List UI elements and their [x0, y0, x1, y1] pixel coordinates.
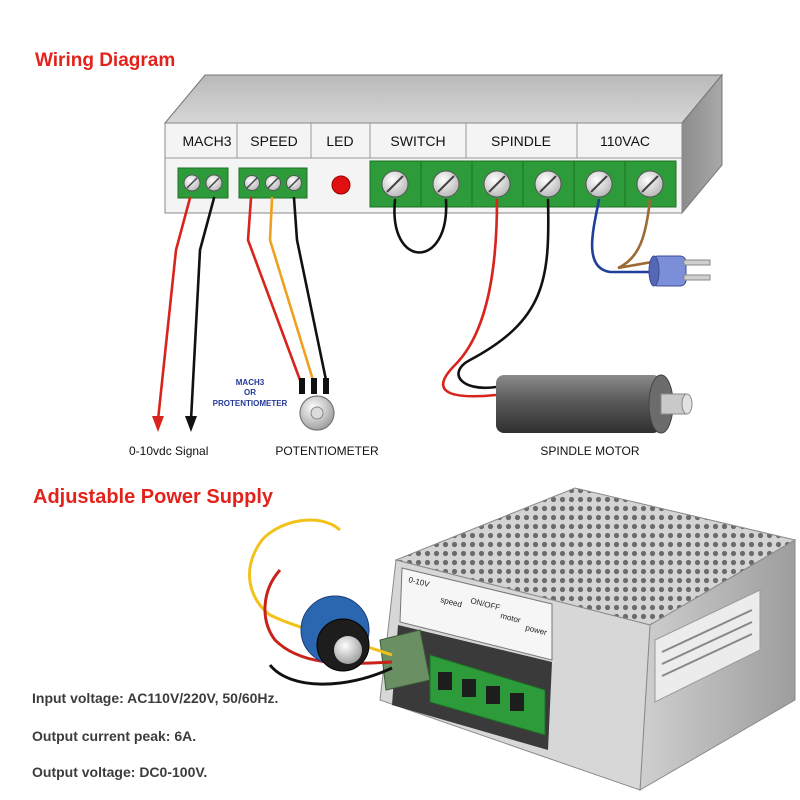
spec-output-voltage: Output voltage: DC0-100V.: [32, 764, 208, 780]
speed-terminal-block: [238, 167, 308, 199]
ac-wire-blue: [590, 198, 654, 274]
terminal-label-mach3: MACH3: [182, 133, 231, 149]
signal-wire-black: [189, 196, 216, 422]
terminal-label-spindle: SPINDLE: [491, 133, 551, 149]
psu-terminal-slot: [438, 672, 452, 690]
ac-wire-brown: [617, 198, 654, 270]
pot-cable-black: [268, 664, 393, 686]
wires: [152, 196, 654, 432]
controller-top-face: [163, 74, 724, 124]
terminal-screw: [636, 170, 664, 198]
motor-wire-red: [442, 198, 499, 398]
sticker-line: [661, 621, 753, 665]
potentiometer-label: POTENTIOMETER: [275, 444, 379, 458]
pot-knob-cap: [334, 636, 362, 664]
terminal-screw: [381, 170, 409, 198]
spindle-motor: [496, 374, 693, 434]
pot-wire-red: [246, 196, 302, 382]
psu-control-board: [379, 629, 431, 691]
terminal-label-speed: SPEED: [250, 133, 297, 149]
psu-terminal-slot: [462, 679, 476, 697]
pot-wire-black: [292, 196, 328, 382]
psu-terminal-slot: [510, 693, 524, 711]
pot-note-line2: OR: [244, 388, 256, 397]
pot-wire-orange: [268, 196, 315, 382]
psu-front-panel: [399, 567, 553, 661]
signal-wire-red: [156, 196, 192, 422]
mach3-terminal-block: [177, 167, 229, 199]
spindle-motor-label: SPINDLE MOTOR: [540, 444, 639, 458]
spec-output-current: Output current peak: 6A.: [32, 728, 197, 744]
signal-arrow-black: [185, 416, 197, 432]
led-indicator: [331, 175, 351, 195]
terminal-label-switch: SWITCH: [390, 133, 445, 149]
terminal-screw: [585, 170, 613, 198]
terminal-screw: [483, 170, 511, 198]
power-supply-title: Adjustable Power Supply: [33, 486, 274, 508]
signal-arrow-red: [152, 416, 164, 432]
potentiometer: [299, 378, 335, 431]
power-terminal-block: [369, 160, 677, 208]
terminal-label-led: LED: [326, 133, 353, 149]
pot-note-line1: MACH3: [236, 378, 265, 387]
pot-note-line3: PROTENTIOMETER: [213, 399, 288, 408]
terminal-screw: [432, 170, 460, 198]
spec-input-voltage: Input voltage: AC110V/220V, 50/60Hz.: [32, 690, 279, 706]
terminal-screw: [534, 170, 562, 198]
power-supply-unit: [248, 487, 797, 791]
switch-jumper-wire: [393, 198, 448, 254]
signal-label: 0-10vdc Signal: [129, 444, 208, 458]
sticker-line: [661, 609, 753, 653]
motor-wire-black: [457, 198, 550, 390]
ac-plug: [648, 255, 711, 287]
wiring-diagram-title: Wiring Diagram: [35, 50, 176, 71]
sticker-line: [661, 633, 753, 677]
terminal-label-110vac: 110VAC: [600, 133, 650, 149]
psu-terminal-slot: [486, 686, 500, 704]
